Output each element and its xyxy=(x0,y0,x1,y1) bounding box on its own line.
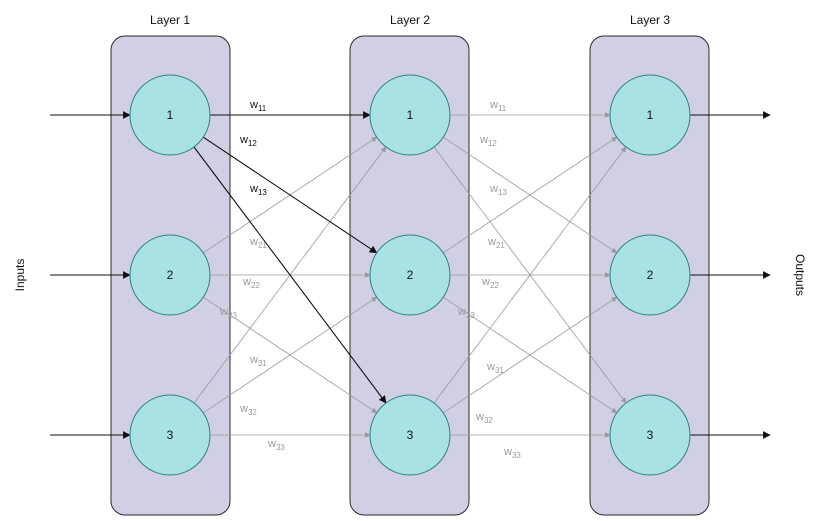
node-layer3-1-label: 1 xyxy=(647,108,654,122)
node-layer2-3-label: 3 xyxy=(407,428,414,442)
weight-label-l2-l3-w33: w33 xyxy=(503,446,521,460)
weight-label-l2-l3-w31: w31 xyxy=(486,361,504,375)
node-layer3-3-label: 3 xyxy=(647,428,654,442)
weight-label-l1-l2-w23: w23 xyxy=(219,306,237,320)
node-layer1-1 xyxy=(129,74,211,156)
inputs-label: Inputs xyxy=(13,259,27,292)
weight-label-l1-l2-w12: w12 xyxy=(239,134,257,148)
weight-label-l1-l2-w33: w33 xyxy=(267,438,285,452)
node-layer2-1-label: 1 xyxy=(407,108,414,122)
node-layer2-3 xyxy=(369,394,451,476)
nodes: 1 2 3 1 2 3 1 2 3 xyxy=(129,74,691,476)
weight-label-l2-l3-w32: w32 xyxy=(475,411,493,425)
edge-layer2-node3-to-layer3-node1 xyxy=(433,146,627,404)
weight-label-l2-l3-w21: w21 xyxy=(487,236,505,250)
highlighted-connections xyxy=(193,111,387,404)
edge-layer2-node2-to-layer3-node1 xyxy=(443,136,618,254)
weight-label-l1-l2-w22: w22 xyxy=(242,276,260,290)
node-layer3-2 xyxy=(609,234,691,316)
weight-labels: w11 w12 w13 w21 w22 w23 w31 w32 w33 w11 w12 w13 w21 w… xyxy=(219,99,521,460)
layer-2-title: Layer 2 xyxy=(390,13,430,27)
weight-label-l2-l3-w13: w13 xyxy=(489,183,507,197)
node-layer3-2-label: 2 xyxy=(647,268,654,282)
edge-layer1-node1-to-layer2-node3 xyxy=(193,146,387,404)
weight-label-l2-l3-w11: w11 xyxy=(489,99,507,113)
node-layer1-3-label: 3 xyxy=(167,428,174,442)
weight-label-l1-l2-w32: w32 xyxy=(239,403,257,417)
layer-1-title: Layer 1 xyxy=(150,13,190,27)
node-layer3-3 xyxy=(609,394,691,476)
io-arrows xyxy=(50,111,771,439)
edge-layer2-node3-to-layer3-node2 xyxy=(443,296,618,414)
outputs-label: Outputs xyxy=(793,254,807,296)
node-layer1-2-label: 2 xyxy=(167,268,174,282)
weight-label-l1-l2-w21: w21 xyxy=(249,236,267,250)
layer-3-title: Layer 3 xyxy=(630,13,670,27)
node-layer1-1-label: 1 xyxy=(167,108,174,122)
weight-label-l2-l3-w22: w22 xyxy=(481,276,499,290)
weight-label-l2-l3-w12: w12 xyxy=(479,134,497,148)
weight-label-l1-l2-w11: w11 xyxy=(249,99,267,113)
edge-layer1-node1-to-layer2-node2 xyxy=(202,136,378,254)
node-layer3-1 xyxy=(609,74,691,156)
node-layer1-3 xyxy=(129,394,211,476)
node-layer1-2 xyxy=(129,234,211,316)
node-layer2-2-label: 2 xyxy=(407,268,414,282)
node-layer2-1 xyxy=(369,74,451,156)
weight-label-l1-l2-w31: w31 xyxy=(249,354,267,368)
edge-layer1-node3-to-layer2-node2 xyxy=(203,296,378,414)
weight-label-l2-l3-w23: w23 xyxy=(457,306,475,320)
weight-label-l1-l2-w13: w13 xyxy=(249,183,267,197)
node-layer2-2 xyxy=(369,234,451,316)
